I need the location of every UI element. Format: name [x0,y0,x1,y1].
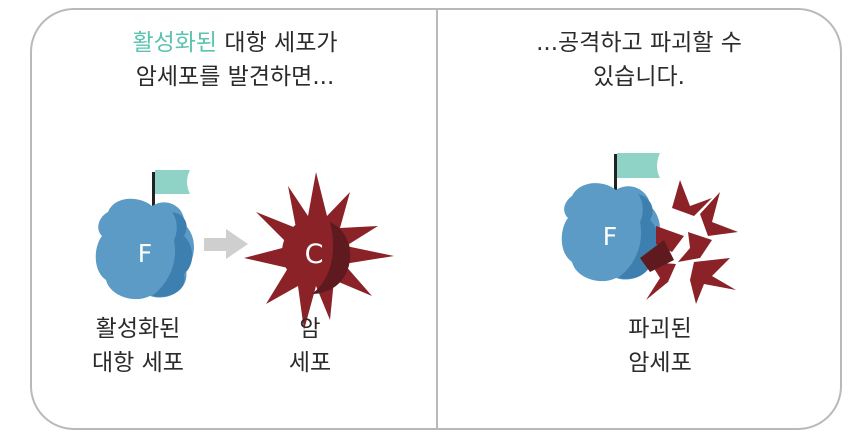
cancer-shade [312,222,351,294]
label-destroyed-line2: 암세포 [628,350,692,376]
t-cell-body [95,198,194,300]
right-caption: ...공격하고 파괴할 수 있습니다. [444,26,834,94]
t-cell-letter: F [603,222,617,251]
fragment [672,180,712,216]
flag-icon [155,170,190,194]
left-caption: 활성화된 대항 세포가 암세포를 발견하면... [40,26,430,94]
t-cell-shade [152,212,193,297]
fragment [646,262,676,300]
label-activated-line1: 활성화된 [95,316,181,342]
fragment [690,258,736,304]
left-caption-line1: 활성화된 대항 세포가 [40,26,430,60]
label-cancer-cell: 암 세포 [250,312,370,380]
label-destroyed-line1: 파괴된 [628,316,692,342]
flag-pole [152,172,155,212]
arrow-icon [204,229,248,259]
activated-t-cell-right: F [561,153,660,282]
fragment [678,232,712,262]
label-activated-line2: 대항 세포 [92,350,184,376]
destroyed-cancer-fragments [640,180,738,304]
panel-divider [436,9,438,430]
right-caption-line1: ...공격하고 파괴할 수 [536,30,742,56]
caption-line1-rest: 대항 세포가 [217,30,338,56]
label-cancer-line2: 세포 [288,350,332,376]
cancer-letter: C [305,239,324,270]
fragment [700,192,738,236]
fragment-shade [640,240,674,272]
caption-highlight-word: 활성화된 [132,30,218,56]
t-cell-letter: F [138,239,152,268]
activated-t-cell-left: F [95,170,194,300]
label-cancer-line1: 암 [299,316,321,342]
right-caption-line2: 있습니다. [593,64,685,90]
flag-pole [614,154,617,194]
left-caption-line2: 암세포를 발견하면... [135,64,335,90]
cancer-cell: C [244,172,394,330]
t-cell-body [561,183,660,282]
label-activated-cell: 활성화된 대항 세포 [58,312,218,380]
label-destroyed-cancer: 파괴된 암세포 [600,312,720,380]
flag-icon [617,153,660,178]
